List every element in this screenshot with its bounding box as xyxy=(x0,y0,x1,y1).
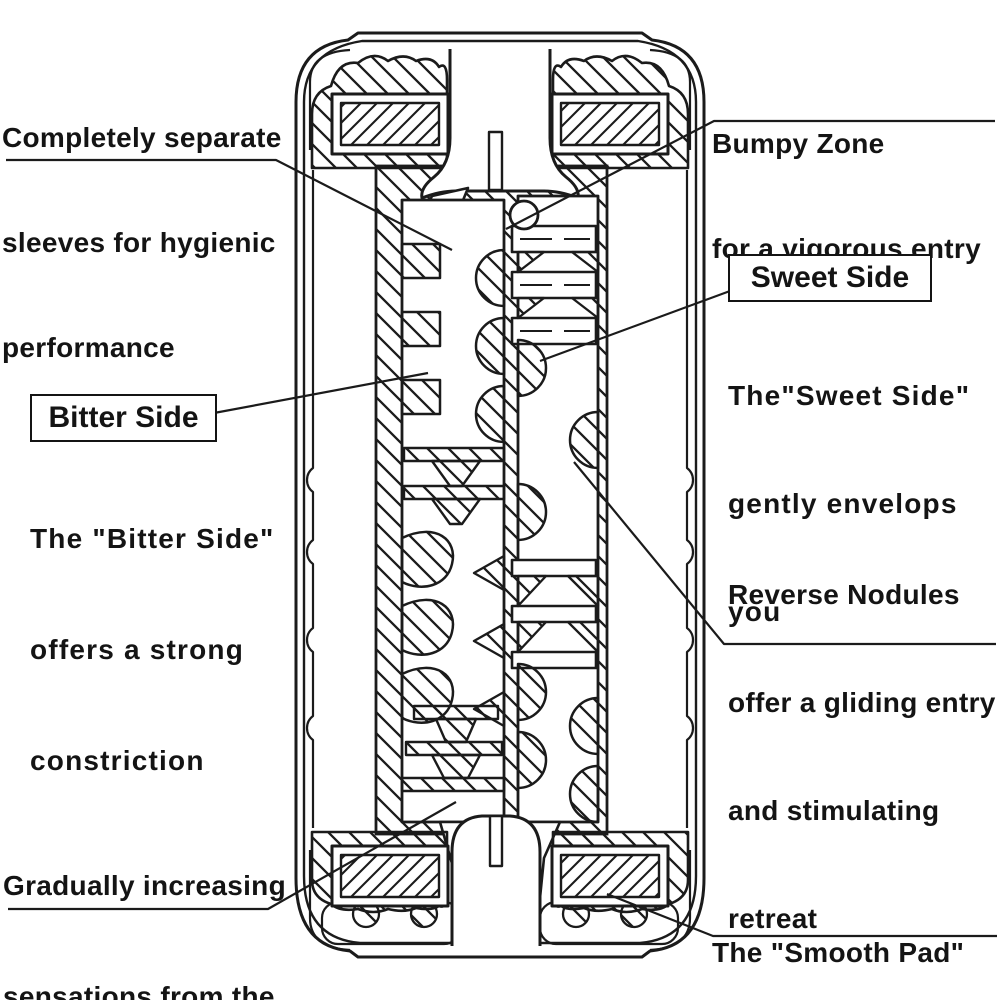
annotation-line: offer a gliding entry xyxy=(728,687,996,718)
sweet-side-label: Sweet Side xyxy=(750,261,910,294)
annotation-line: constriction xyxy=(30,745,205,776)
annotation-line: sensations from the xyxy=(3,981,275,1000)
entry-funnel xyxy=(420,49,580,200)
leader-step-zone xyxy=(8,801,457,911)
leader-smooth-pad xyxy=(606,892,997,938)
annotation-separate-sleeves: Completely separate sleeves for hygienic… xyxy=(2,50,282,435)
annotation-line: offers a strong xyxy=(30,634,245,665)
sweet-side-label-box: Sweet Side xyxy=(728,254,932,302)
annotation-line: Gradually increasing xyxy=(3,870,286,901)
annotation-bitter-side: The "Bitter Side" offers a strong constr… xyxy=(30,446,275,853)
annotation-sweet-side: The"Sweet Side" gently envelops you xyxy=(728,306,970,702)
annotation-line: Completely separate xyxy=(2,122,282,153)
annotation-line: you xyxy=(728,596,782,627)
annotation-line: gently envelops xyxy=(728,488,958,519)
annotation-line: performance xyxy=(2,332,175,363)
annotation-line: retreat xyxy=(728,903,818,934)
annotation-reverse-nodules: Reverse Nodules offer a gliding entry an… xyxy=(728,505,996,1000)
pad-blocks xyxy=(330,92,670,908)
sweet-side-channel xyxy=(498,194,600,900)
annotation-step-zone: Gradually increasing sensations from the… xyxy=(3,793,286,1000)
annotation-line: Reverse Nodules xyxy=(728,579,960,610)
bitter-side-label: Bitter Side xyxy=(48,401,199,434)
annotation-smooth-pad: The "Smooth Pad" Insertion Mechanism xyxy=(712,860,996,1000)
outer-shell xyxy=(294,31,706,959)
bitter-side-label-box: Bitter Side xyxy=(30,394,217,442)
annotation-line: The "Smooth Pad" xyxy=(712,937,965,968)
leader-lines xyxy=(6,119,997,938)
leader-bumpy-zone xyxy=(505,119,995,230)
leader-bitter-side xyxy=(213,371,429,415)
leader-sweet-side xyxy=(539,289,731,363)
annotation-line: Bumpy Zone xyxy=(712,128,885,159)
annotation-line: and stimulating xyxy=(728,795,940,826)
annotation-line: The"Sweet Side" xyxy=(728,380,971,411)
annotation-line: The "Bitter Side" xyxy=(30,523,275,554)
annotation-line: sleeves for hygienic xyxy=(2,227,276,258)
leader-separate-sleeves xyxy=(6,158,453,251)
leader-reverse-nodules xyxy=(573,461,996,646)
